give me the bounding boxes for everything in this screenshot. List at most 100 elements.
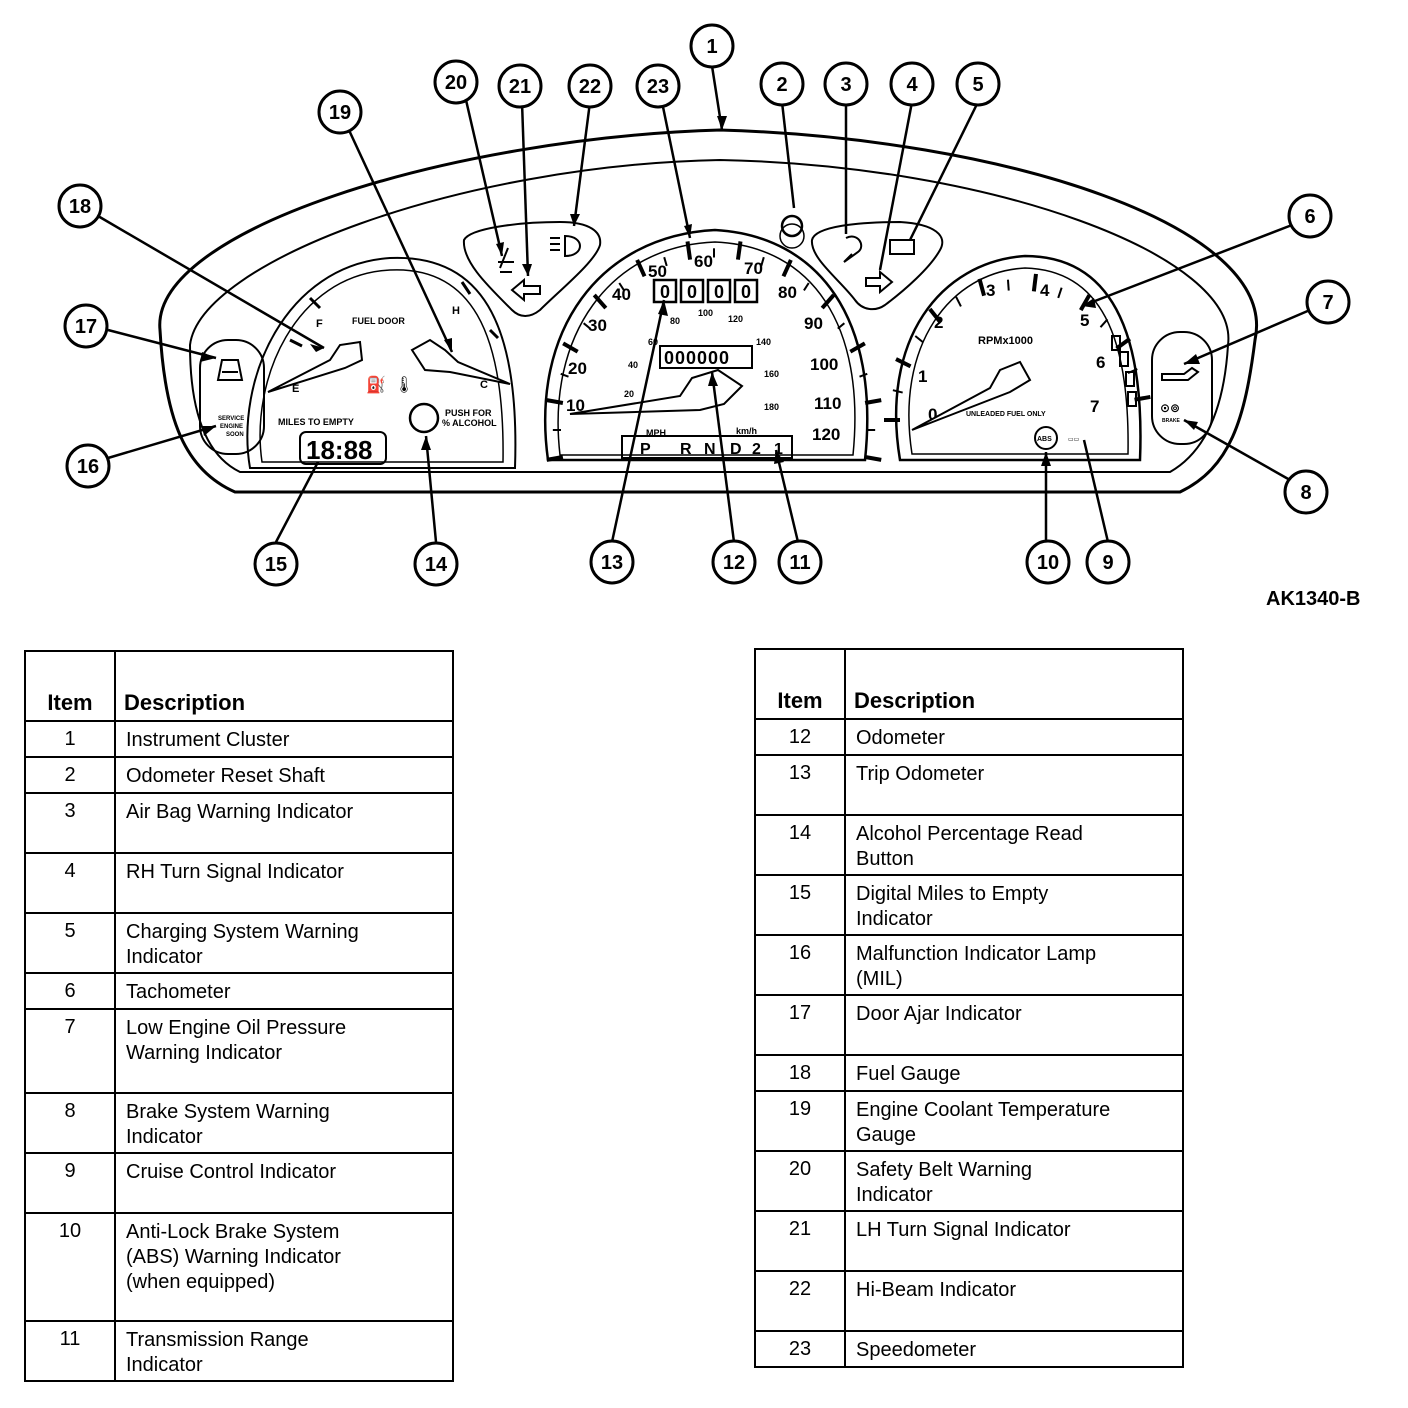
callout-18-circle [57,183,103,229]
callout-12-circle [711,539,757,585]
callout-2-circle [759,61,805,107]
callout-1-circle [689,23,735,69]
coolant-temp-icon: 🌡 [394,376,414,394]
left-indicator-pod: SERVICE ENGINE SOON [199,339,265,455]
item-number: 18 [754,1054,846,1092]
tachometer-redline-block [1119,351,1129,367]
instrument-cluster-diagram: F E H C FUEL DOOR ⛽ 🌡 MILES TO EMPTY 18:… [57,23,1351,587]
speedometer-tick [592,293,608,310]
tachometer-tick [1031,273,1038,292]
rh-turn-arrow-icon [865,269,894,295]
callout-10-circle [1025,539,1071,585]
speedometer-ticks [546,241,882,462]
tachometer-tick [955,296,962,307]
callout-23-label: 23 [647,76,669,98]
item-number: 6 [24,972,116,1010]
tachometer-tick [892,389,903,394]
description-line: Charging System Warning [126,921,359,943]
header-item: Item [754,648,846,720]
cruise-indicator-icon: ▭▭ [1068,437,1079,443]
trip-digit: 0 [741,282,751,302]
speedometer-tick [849,341,866,354]
callout-4-circle [889,61,935,107]
mil-text-2: ENGINE [220,424,243,430]
tachometer-tick [1099,318,1109,328]
kmh-tick-60: 60 [648,337,658,347]
description-line: Instrument Cluster [126,729,290,751]
description-line: Digital Miles to Empty [856,883,1049,905]
speedometer-tick [781,259,793,278]
trip-digit-box [652,278,678,304]
temp-c-label: C [480,379,488,391]
safety-belt-icon [498,247,514,273]
callout-8-label: 8 [1300,482,1311,504]
mph-tick-10: 10 [566,396,585,415]
alcohol-button[interactable] [408,402,440,434]
speedometer-tick [820,293,836,310]
description-line: Engine Coolant Temperature [856,1099,1111,1121]
kmh-tick-20: 20 [624,389,634,399]
brake-icon: ⊙⊚ [1160,401,1180,415]
tachometer-needle [911,360,1032,431]
miles-to-empty-display [299,431,387,465]
description-line: Indicator [856,1184,933,1206]
speedometer-tick [546,398,564,405]
description-line: RH Turn Signal Indicator [126,861,344,883]
callout-23-circle [635,63,681,109]
description-line: Indicator [126,946,203,968]
callout-13-label: 13 [601,552,623,574]
description-line: Safety Belt Warning [856,1159,1033,1181]
description-line: Indicator [126,1354,203,1376]
tachometer-labels: 01234567 [918,281,1105,424]
callout-21-label: 21 [509,76,531,98]
item-number: 17 [754,994,846,1056]
trip-digit: 0 [687,282,697,302]
mil-text-1: SERVICE [218,416,244,422]
callout-16-label: 16 [77,456,99,478]
description-line: Gauge [856,1124,917,1146]
oil-can-icon [1161,366,1200,381]
prnd-letter-1: 1 [774,441,783,458]
unleaded-fuel-note: UNLEADED FUEL ONLY [966,411,1046,418]
callout-21-circle [497,63,543,109]
odometer-digits: 000000 [664,348,730,368]
item-description: LH Turn Signal Indicator [844,1210,1184,1272]
description-line: Odometer Reset Shaft [126,765,325,787]
tach-tick-7: 7 [1090,397,1099,416]
callout-6-label: 6 [1304,206,1315,228]
prnd-letter-2: 2 [752,441,761,458]
odometer-reset-shaft[interactable] [780,214,804,238]
speedometer-tick [618,282,625,291]
callout-11-circle [777,539,823,585]
miles-to-empty-digits: 18:88 [306,435,373,465]
mph-tick-70: 70 [744,259,763,278]
callout-19-circle [317,89,363,135]
description-line: Indicator [856,908,933,930]
leader-lines [97,65,1311,543]
prnd-display [621,435,793,459]
speedometer-tick [803,282,810,291]
fuel-pump-icon: ⛽ [366,375,386,394]
tach-tick-0: 0 [928,405,937,424]
coolant-gauge-needle [410,338,511,385]
item-description: Cruise Control Indicator [114,1152,454,1214]
item-description: Door Ajar Indicator [844,994,1184,1056]
rpm-label: RPMx1000 [978,335,1033,347]
item-description: Fuel Gauge [844,1054,1184,1092]
speedometer-tick [837,322,846,330]
callout-4-label: 4 [906,74,918,96]
